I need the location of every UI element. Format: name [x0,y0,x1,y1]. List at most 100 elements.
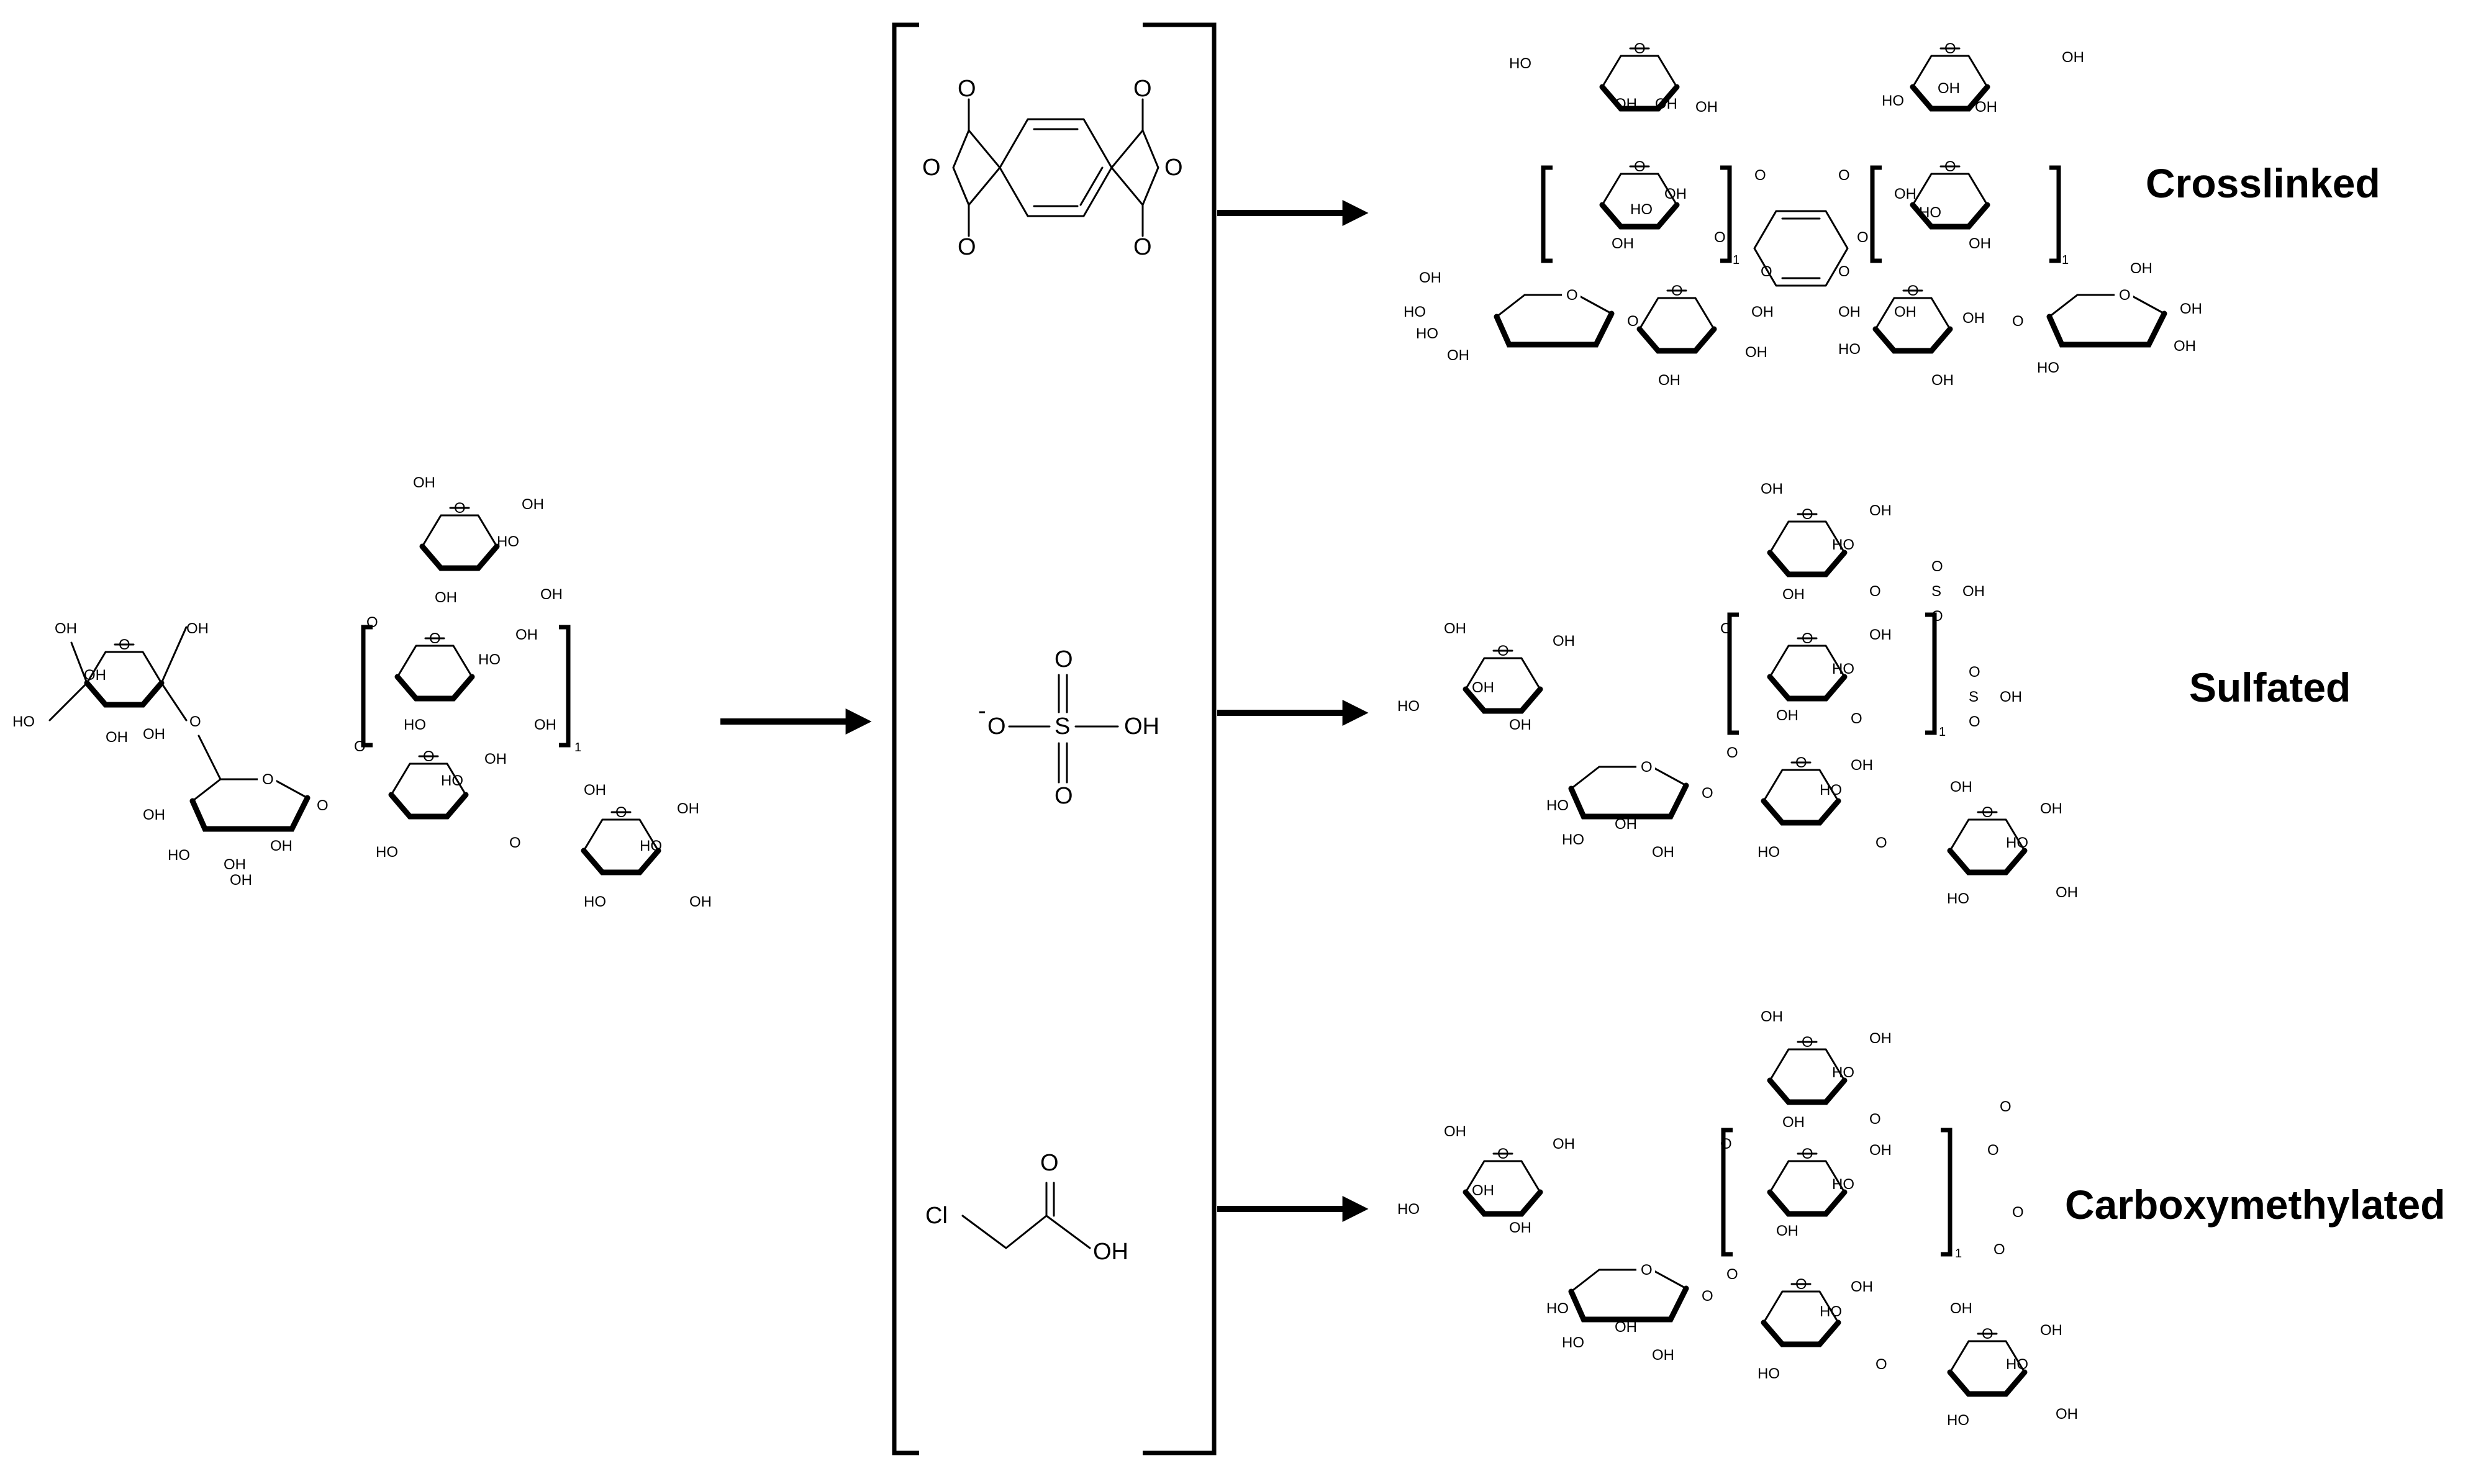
svg-text:O: O [1133,234,1152,260]
svg-text:O: O [1851,710,1862,727]
product-carboxymethylated-structure: OH OH OH HO OH HO HO OH OH O OH OH HO OH… [1397,1008,2078,1429]
svg-text:OH: OH [1869,1142,1892,1159]
svg-text:HO: HO [1832,661,1854,677]
svg-text:HO: HO [12,713,35,730]
svg-text:HO: HO [1947,890,1969,907]
svg-text:O: O [2012,313,2024,330]
svg-text:OH: OH [2040,800,2062,817]
svg-text:OH: OH [1969,235,1991,252]
svg-text:OH: OH [55,620,77,637]
svg-text:OH: OH [1894,304,1916,320]
svg-text:OH: OH [413,474,435,491]
svg-text:OH: OH [1612,235,1634,252]
svg-text:HO: HO [478,651,501,668]
svg-text:HO: HO [168,847,190,864]
svg-text:OH: OH [1851,757,1873,774]
svg-text:OH: OH [1869,502,1892,519]
svg-text:O: O [1875,1356,1887,1373]
svg-text:HO: HO [1820,782,1842,799]
svg-text:OH: OH [224,856,246,873]
svg-text:OH: OH [230,872,252,889]
svg-text:OH: OH [1761,481,1783,497]
svg-text:O: O [1875,835,1887,851]
svg-text:HO: HO [584,894,606,910]
svg-text:OH: OH [1447,347,1469,364]
svg-text:OH: OH [1962,310,1985,327]
svg-text:OH: OH [2062,49,2084,66]
svg-text:OH: OH [1658,372,1680,389]
reagent-pyromellitic-dianhydride: O O O O O O [922,76,1183,260]
svg-text:O: O [317,797,329,814]
svg-text:O: O [1869,583,1881,600]
svg-text:OH: OH [584,782,606,799]
svg-text:OH: OH [1950,779,1972,795]
svg-text:HO: HO [1820,1303,1842,1320]
svg-text:OH: OH [2056,1406,2078,1423]
title-crosslinked: Crosslinked [2146,160,2380,206]
svg-text:HO: HO [1416,325,1438,342]
svg-text:HO: HO [1758,1365,1780,1382]
svg-text:S: S [1055,713,1070,740]
svg-text:O: O [958,234,976,260]
svg-text:OH: OH [677,800,699,817]
svg-text:O: O [922,155,941,181]
svg-text:HO: HO [1838,341,1861,358]
svg-text:OH: OH [1869,1030,1892,1047]
svg-text:OH: OH [1509,717,1531,733]
svg-text:OH: OH [1615,816,1637,833]
svg-text:OH: OH [1938,80,1960,97]
svg-text:OH: OH [1931,372,1954,389]
svg-text:O: O [1055,783,1073,809]
svg-text:-: - [978,698,986,724]
svg-text:HO: HO [1832,1176,1854,1193]
svg-text:O: O [1714,229,1726,246]
svg-text:OH: OH [106,729,128,746]
svg-text:O: O [1055,646,1073,672]
svg-text:HO: HO [1919,204,1941,221]
svg-text:OH: OH [84,667,106,684]
svg-text:OH: OH [1975,99,1997,115]
svg-text:O: O [1702,785,1713,802]
svg-text:1: 1 [1955,1247,1962,1260]
svg-text:HO: HO [497,533,519,550]
reagent-sulfate: - O S OH O O [978,646,1159,809]
title-carboxymethylated: Carboxymethylated [2065,1182,2446,1228]
svg-text:OH: OH [1751,304,1774,320]
svg-text:O: O [1857,229,1869,246]
svg-text:OH: OH [1509,1219,1531,1236]
svg-text:O: O [1702,1288,1713,1305]
svg-text:O: O [1987,1142,1999,1159]
svg-text:HO: HO [2006,1356,2028,1373]
svg-text:HO: HO [1947,1412,1969,1429]
svg-text:HO: HO [1546,1300,1569,1317]
svg-text:O: O [1726,1266,1738,1283]
svg-text:O: O [1931,558,1943,575]
svg-text:OH: OH [484,751,507,767]
svg-text:OH: OH [2174,338,2196,355]
svg-text:OH: OH [1838,304,1861,320]
svg-text:OH: OH [540,586,563,603]
svg-text:HO: HO [1546,797,1569,814]
svg-text:1: 1 [1733,253,1739,267]
svg-text:O: O [1993,1241,2005,1258]
svg-text:OH: OH [1761,1008,1783,1025]
svg-text:HO: HO [404,717,426,733]
svg-text:HO: HO [2006,835,2028,851]
svg-text:OH: OH [2056,884,2078,901]
svg-text:O: O [189,713,201,730]
svg-text:1: 1 [2062,253,2069,267]
svg-text:OH: OH [186,620,209,637]
svg-text:O: O [1761,263,1772,280]
svg-text:OH: OH [270,838,293,854]
svg-text:OH: OH [1869,627,1892,643]
svg-text:O: O [1627,313,1639,330]
svg-text:HO: HO [1397,698,1420,715]
reagent-chloroacetic-acid: Cl O OH [925,1150,1128,1265]
svg-text:O: O [1726,744,1738,761]
svg-text:O: O [1164,155,1183,181]
svg-text:OH: OH [2180,301,2202,317]
product-crosslinked-structure: HO OH OH OH OH HO OH OH OH HO OH O OH HO… [1404,40,2202,389]
svg-text:1: 1 [574,741,581,754]
svg-text:O: O [1838,167,1850,184]
